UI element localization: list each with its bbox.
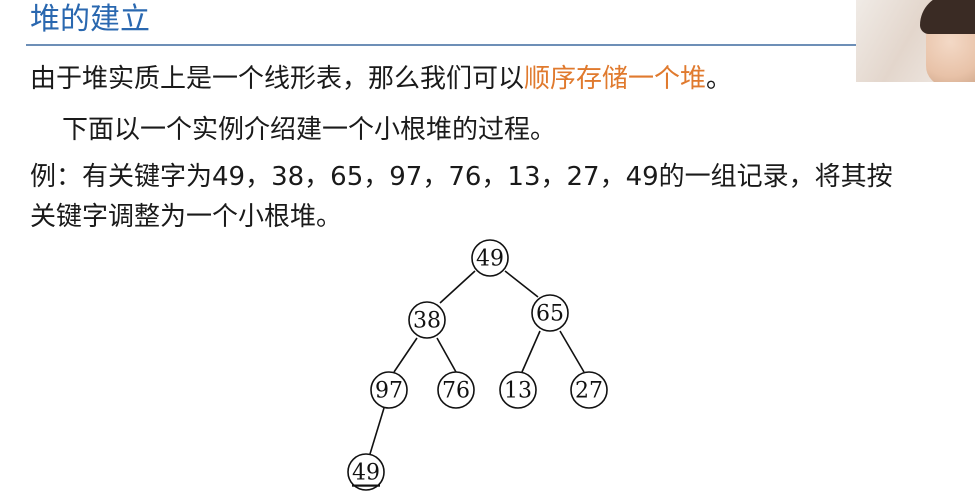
node-circle-3 <box>370 371 408 409</box>
slide-title: 堆的建立 <box>30 2 150 37</box>
node-label-4: 76 <box>442 379 470 404</box>
title-divider <box>26 44 856 46</box>
edge-3-7 <box>369 407 385 455</box>
edge-2-5 <box>521 330 541 373</box>
edge-0-2 <box>504 270 539 298</box>
node-circle-0 <box>471 239 509 277</box>
text-line-4: 关键字调整为一个小根堆。 <box>30 202 343 232</box>
text-line-2: 下面以一个实例介绍建一个小根堆的过程。 <box>62 115 557 145</box>
presenter-webcam <box>856 0 975 82</box>
node-circle-1 <box>408 301 446 339</box>
edge-2-6 <box>559 330 585 373</box>
edge-1-3 <box>393 337 418 373</box>
line1-end: 。 <box>706 64 733 94</box>
line1-text: 由于堆实质上是一个线形表，那么我们可以 <box>30 64 525 94</box>
presenter-hair <box>920 0 975 34</box>
text-line-1: 由于堆实质上是一个线形表，那么我们可以顺序存储一个堆。 <box>30 62 732 96</box>
node-label-2: 65 <box>536 302 564 327</box>
edge-1-4 <box>436 337 457 373</box>
node-label-7: 49 <box>352 461 380 486</box>
node-label-1: 38 <box>413 309 441 334</box>
line1-highlight: 顺序存储一个堆 <box>524 64 707 94</box>
node-circle-6 <box>570 371 608 409</box>
node-label-3: 97 <box>375 379 403 404</box>
node-circle-5 <box>499 371 537 409</box>
node-circle-7 <box>347 453 385 491</box>
text-line-3: 例：有关键字为49，38，65，97，76，13，27，49的一组记录，将其按 <box>30 162 893 192</box>
node-label-0: 49 <box>476 247 504 272</box>
node-circle-4 <box>437 371 475 409</box>
edge-0-1 <box>439 270 476 304</box>
node-circle-2 <box>531 294 569 332</box>
node-label-5: 13 <box>504 379 532 404</box>
node-label-6: 27 <box>575 379 603 404</box>
